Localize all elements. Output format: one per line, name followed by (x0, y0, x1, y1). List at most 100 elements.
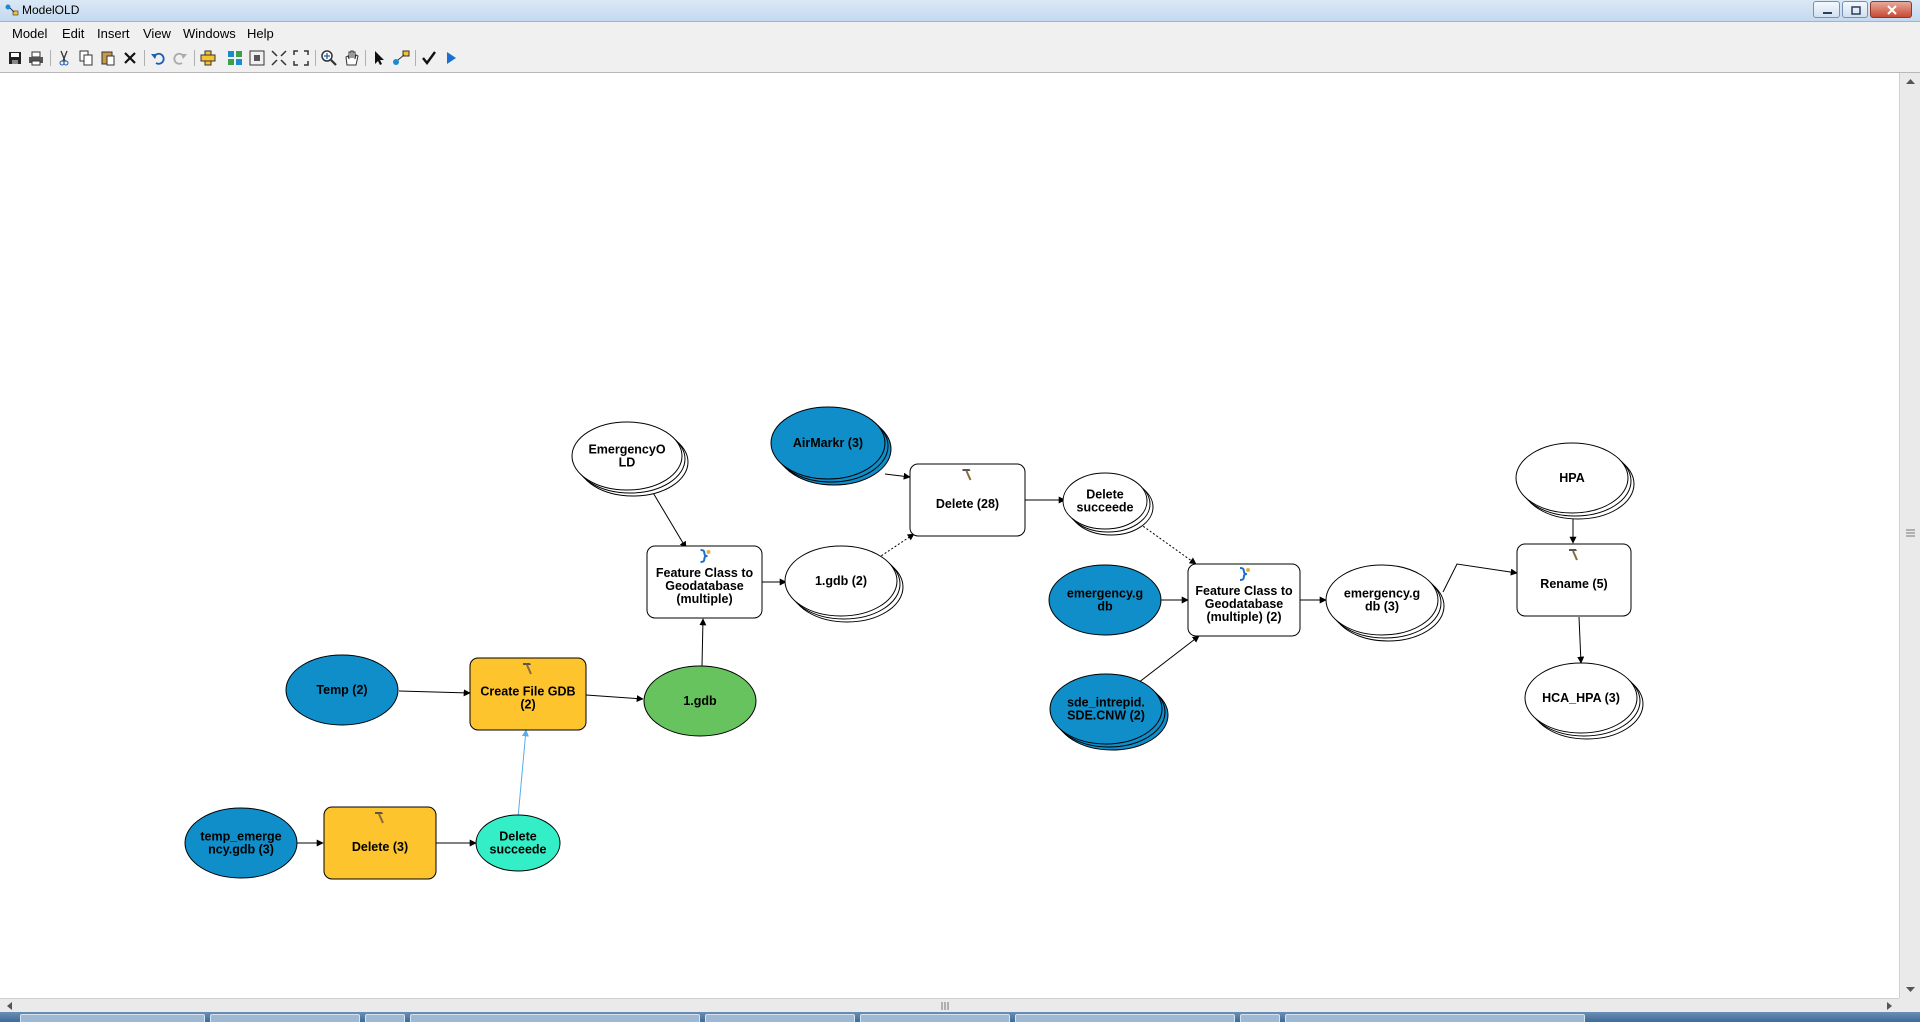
node-gdb1[interactable]: 1.gdb (643, 665, 757, 737)
node-label-line: AirMarkr (3) (793, 436, 863, 450)
node-label-line: sde_intrepid. (1067, 696, 1145, 710)
node-hca-hpa[interactable]: HCA_HPA (3) (1524, 662, 1644, 740)
taskbar-item[interactable] (860, 1014, 1010, 1022)
paste-icon[interactable] (99, 49, 117, 67)
horizontal-scrollbar[interactable] (0, 998, 1899, 1013)
node-hpa[interactable]: HPA (1515, 442, 1635, 520)
toolbar (0, 44, 1920, 73)
node-label-line: (multiple) (2) (1207, 610, 1282, 624)
node-gdb1-2[interactable]: 1.gdb (2) (784, 545, 904, 623)
save-icon[interactable] (6, 49, 24, 67)
connector-create-to-gdb1 (585, 694, 644, 703)
node-label-line: Delete (3) (352, 840, 408, 854)
node-delete28[interactable]: Delete (28) (909, 463, 1026, 537)
node-label-line: EmergencyO (588, 443, 665, 457)
taskbar-item[interactable] (1240, 1014, 1280, 1022)
hammer-icon (962, 469, 972, 481)
undo-icon[interactable] (149, 49, 167, 67)
connector-emergency-gdb3-to-rename (1442, 563, 1518, 593)
restore-button[interactable] (1842, 1, 1868, 18)
delete-icon[interactable] (121, 49, 139, 67)
connector-airmarkr-to-delete28 (884, 472, 911, 480)
taskbar-item[interactable] (210, 1014, 360, 1022)
copy-icon[interactable] (77, 49, 95, 67)
menu-windows[interactable]: Windows (183, 26, 236, 41)
menu-model[interactable]: Model (12, 26, 48, 41)
menu-view[interactable]: View (143, 26, 171, 41)
node-label: 1.gdb (2) (815, 574, 867, 588)
taskbar-item[interactable] (1285, 1014, 1585, 1022)
close-icon (1887, 5, 1897, 15)
pan-icon[interactable] (342, 49, 360, 67)
node-label-line: (multiple) (676, 592, 732, 606)
node-label-line: db (1097, 600, 1113, 614)
node-label: Rename (5) (1540, 577, 1607, 591)
menu-insert[interactable]: Insert (97, 26, 130, 41)
auto-layout-icon[interactable] (226, 49, 244, 67)
taskbar-item[interactable] (1015, 1014, 1235, 1022)
scroll-corner (1899, 998, 1920, 1012)
title-bar: ModelOLD (0, 0, 1920, 22)
cut-icon[interactable] (55, 49, 73, 67)
node-airmarkr[interactable]: AirMarkr (3) (770, 406, 892, 486)
node-delete3[interactable]: Delete (3) (323, 806, 437, 880)
fit-icon[interactable] (270, 49, 288, 67)
minimize-button[interactable] (1813, 1, 1840, 18)
taskbar-item[interactable] (365, 1014, 405, 1022)
connector-succeede-to-fc2 (1139, 523, 1197, 565)
redo-icon[interactable] (171, 49, 189, 67)
full-extent-icon[interactable] (248, 49, 266, 67)
menu-help[interactable]: Help (247, 26, 274, 41)
connector-succeede-to-create (517, 729, 529, 819)
node-label-line: Temp (2) (316, 683, 367, 697)
node-rename5[interactable]: Rename (5) (1516, 543, 1632, 617)
print-icon[interactable] (27, 49, 45, 67)
node-label-line: Feature Class to (656, 566, 754, 580)
run-icon[interactable] (442, 49, 460, 67)
select-icon[interactable] (370, 49, 388, 67)
menu-edit[interactable]: Edit (62, 26, 85, 41)
node-label: HPA (1559, 471, 1584, 485)
connect-icon[interactable] (392, 49, 410, 67)
node-label: 1.gdb (683, 694, 717, 708)
add-data-icon[interactable] (199, 49, 217, 67)
scroll-grip-icon[interactable] (1900, 528, 1920, 538)
close-button[interactable] (1870, 1, 1912, 18)
zoom-in-icon[interactable] (320, 49, 338, 67)
node-label-line: Delete (28) (936, 497, 999, 511)
node-create-file-gdb[interactable]: Create File GDB(2) (469, 657, 587, 731)
scroll-left-icon[interactable] (3, 999, 15, 1013)
hammer-icon (375, 812, 384, 824)
node-label-line: Create File GDB (480, 685, 575, 699)
taskbar-item[interactable] (20, 1014, 205, 1022)
node-sde-cnw[interactable]: sde_intrepid.SDE.CNW (2) (1049, 673, 1169, 751)
taskbar-item[interactable] (410, 1014, 700, 1022)
restore-icon (1851, 6, 1861, 15)
validate-icon[interactable] (420, 49, 438, 67)
scroll-right-icon[interactable] (1884, 999, 1896, 1013)
node-label: Temp (2) (316, 683, 367, 697)
scroll-down-icon[interactable] (1900, 984, 1920, 996)
zoom-extent-icon[interactable] (292, 49, 310, 67)
minimize-icon (1823, 12, 1832, 14)
connector-rename-to-hca (1577, 616, 1585, 664)
hammer-icon (1569, 549, 1578, 561)
node-temp2[interactable]: Temp (2) (285, 654, 399, 726)
taskbar-item[interactable] (705, 1014, 855, 1022)
vertical-scrollbar[interactable] (1899, 73, 1920, 998)
hscroll-grip-icon[interactable] (940, 999, 952, 1013)
scroll-up-icon[interactable] (1900, 75, 1920, 87)
connector-temp-to-create (398, 689, 471, 697)
